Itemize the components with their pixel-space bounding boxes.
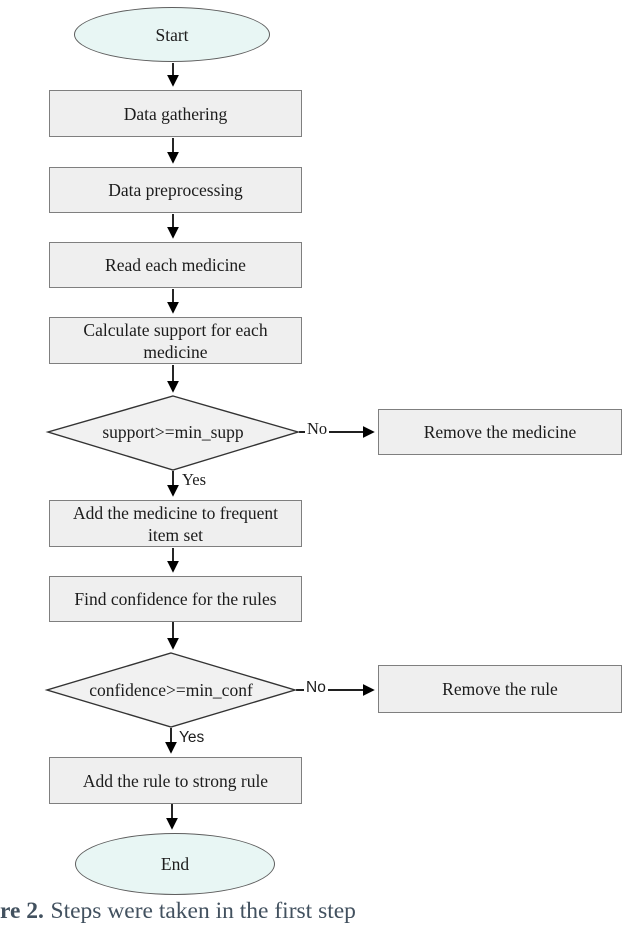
node-start: Start [74,7,270,62]
node-read-each-medicine: Read each medicine [49,242,302,288]
node-add-medicine-label: Add the medicine to frequent item set [72,502,279,545]
decision-confidence-shape [44,652,298,728]
edge-label-support-no: No [305,419,330,438]
node-confidence-decision-label: confidence>=min_conf [89,680,253,700]
node-calculate-support-label: Calculate support for each medicine [83,319,268,362]
figure-caption: re 2.Steps were taken in the first step [0,896,356,926]
figure-caption-number: re 2. [0,898,44,924]
node-add-medicine: Add the medicine to frequent item set [49,500,302,547]
node-end: End [75,833,275,895]
node-calculate-support: Calculate support for each medicine [49,317,302,364]
figure-caption-text: Steps were taken in the first step [50,898,356,924]
node-remove-rule: Remove the rule [378,665,622,713]
decision-support-shape [45,395,301,471]
node-add-rule: Add the rule to strong rule [49,757,302,804]
edge-label-confidence-yes: Yes [177,729,207,746]
node-find-confidence: Find confidence for the rules [49,576,302,622]
node-data-gathering: Data gathering [49,90,302,137]
edge-label-confidence-no: No [304,679,328,696]
node-support-decision-label: support>=min_supp [102,422,244,442]
node-data-preprocessing: Data preprocessing [49,167,302,213]
edge-label-support-yes: Yes [180,470,209,489]
node-remove-medicine: Remove the medicine [378,409,622,455]
